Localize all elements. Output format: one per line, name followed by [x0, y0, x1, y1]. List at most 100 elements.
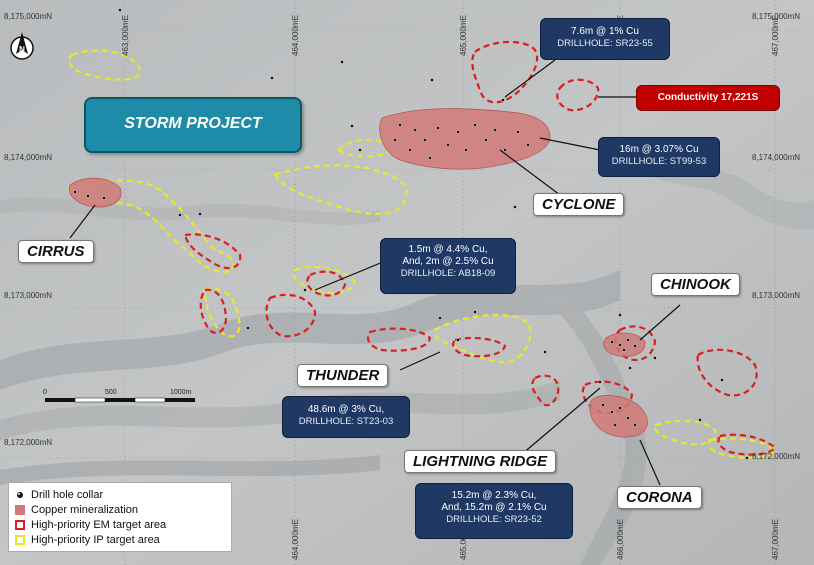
callout-ab18-09: 1.5m @ 4.4% Cu, And, 2m @ 2.5% Cu DRILLH… [380, 238, 516, 294]
drill-collar [428, 156, 432, 160]
drill-collar [601, 403, 605, 407]
drill-collar [473, 123, 477, 127]
drill-collar [516, 130, 520, 134]
drill-collar [618, 406, 622, 410]
prospect-label-cyclone: CYCLONE [533, 193, 625, 216]
copper-swatch [15, 504, 25, 515]
legend-item-drill-collar: Drill hole collar [15, 487, 225, 502]
drill-collar [745, 456, 749, 460]
copper-zone-cirrus [68, 177, 122, 208]
drill-collar [446, 143, 450, 147]
easting-label: 464,000mE [291, 15, 300, 56]
ip-target-area [653, 419, 717, 446]
legend-item-ip-target: High-priority IP target area [15, 532, 225, 547]
em-target-area [471, 40, 539, 104]
prospect-label-corona: CORONA [617, 486, 702, 509]
drill-collar [618, 313, 622, 317]
drill-collar [456, 130, 460, 134]
callout-drillhole: DRILLHOLE: SR23-55 [557, 38, 653, 49]
ip-target-area [203, 287, 241, 338]
drill-collar [430, 78, 434, 82]
legend-label: Drill hole collar [31, 488, 104, 501]
callout-intercept-2: And, 15.2m @ 2.1% Cu [441, 502, 547, 513]
drill-collar-icon [17, 491, 23, 498]
northing-label: 8,174,000mN [4, 153, 53, 162]
north-arrow-icon: N [10, 32, 34, 60]
drill-collar [423, 138, 427, 142]
em-target-swatch [15, 519, 25, 530]
callout-leader-lines [69, 59, 681, 486]
drill-collar [628, 366, 632, 370]
northing-label: 8,173,000mN [752, 291, 801, 300]
prospect-label-cirrus: CIRRUS [18, 240, 94, 263]
northing-label: 8,173,000mN [4, 291, 53, 300]
drill-hole-collars [73, 8, 749, 460]
em-target-area [696, 348, 758, 397]
drill-collar [598, 380, 602, 384]
drill-collar [118, 8, 122, 12]
em-target-area [556, 78, 600, 112]
easting-label: 463,000mE [121, 15, 130, 56]
legend-label: Copper mineralization [31, 503, 138, 516]
drill-collar [436, 126, 440, 130]
ip-target-area [68, 49, 142, 81]
northing-label: 8,172,000mN [752, 452, 801, 461]
easting-label: 465,000mE [459, 15, 468, 56]
callout-intercept: 48.6m @ 3% Cu, [307, 404, 385, 415]
scale-label-mid: 500 [105, 389, 117, 396]
drill-collar [438, 316, 442, 320]
scale-bar [45, 397, 195, 403]
scale-label-end: 1000m [170, 389, 192, 396]
scale-label-start: 0 [43, 389, 47, 396]
prospect-label-thunder: THUNDER [297, 364, 389, 387]
callout-drillhole: DRILLHOLE: SR23-52 [446, 514, 542, 525]
ip-target-area [336, 138, 394, 158]
drill-collar [270, 76, 274, 80]
ip-target-area [433, 314, 532, 364]
drill-collar [340, 60, 344, 64]
callout-st99-53: 16m @ 3.07% Cu DRILLHOLE: ST99-53 [598, 137, 720, 177]
drill-collar [610, 410, 614, 414]
drill-collar [653, 356, 657, 360]
prospect-label-lightning-ridge: LIGHTNING RIDGE [404, 450, 557, 473]
easting-label: 467,000mE [771, 519, 780, 560]
northing-label: 8,174,000mN [752, 153, 801, 162]
legend-item-copper: Copper mineralization [15, 502, 225, 517]
svg-text:N: N [19, 45, 25, 54]
ip-target-areas [65, 49, 777, 459]
drill-collar [102, 196, 106, 200]
easting-label: 467,000mE [771, 15, 780, 56]
callout-drillhole: DRILLHOLE: ST23-03 [298, 416, 394, 427]
drill-collar [626, 416, 630, 420]
drill-collar [526, 143, 530, 147]
callout-intercept: 16m @ 3.07% Cu [619, 144, 699, 155]
ip-target-area [292, 265, 357, 295]
drill-collar [698, 418, 702, 422]
drill-collar [178, 213, 182, 217]
easting-label: 466,000mE [616, 519, 625, 560]
em-target-area [717, 433, 777, 456]
drill-collar [456, 338, 460, 342]
drill-collar [358, 148, 362, 152]
ip-target-area [707, 437, 777, 459]
easting-label: 464,000mE [291, 519, 300, 560]
drill-collar [513, 205, 517, 209]
drill-collar [73, 190, 77, 194]
drill-collar [493, 128, 497, 132]
callout-intercept: 1.5m @ 4.4% Cu, [408, 244, 488, 255]
drill-collar [484, 138, 488, 142]
project-title: STORM PROJECT [84, 97, 302, 153]
northing-label: 8,172,000mN [4, 438, 53, 447]
callout-drillhole: DRILLHOLE: AB18-09 [400, 268, 496, 279]
drill-collar [622, 348, 626, 352]
drill-collar [464, 148, 468, 152]
em-target-area [451, 336, 507, 358]
drill-collar [393, 138, 397, 142]
drill-collar [198, 212, 202, 216]
callout-intercept: 15.2m @ 2.3% Cu, [451, 490, 537, 501]
callout-intercept: 7.6m @ 1% Cu [571, 26, 639, 37]
em-target-area [306, 270, 347, 297]
em-target-area [366, 327, 432, 352]
drill-collar [303, 288, 307, 292]
ip-target-swatch [15, 534, 25, 545]
